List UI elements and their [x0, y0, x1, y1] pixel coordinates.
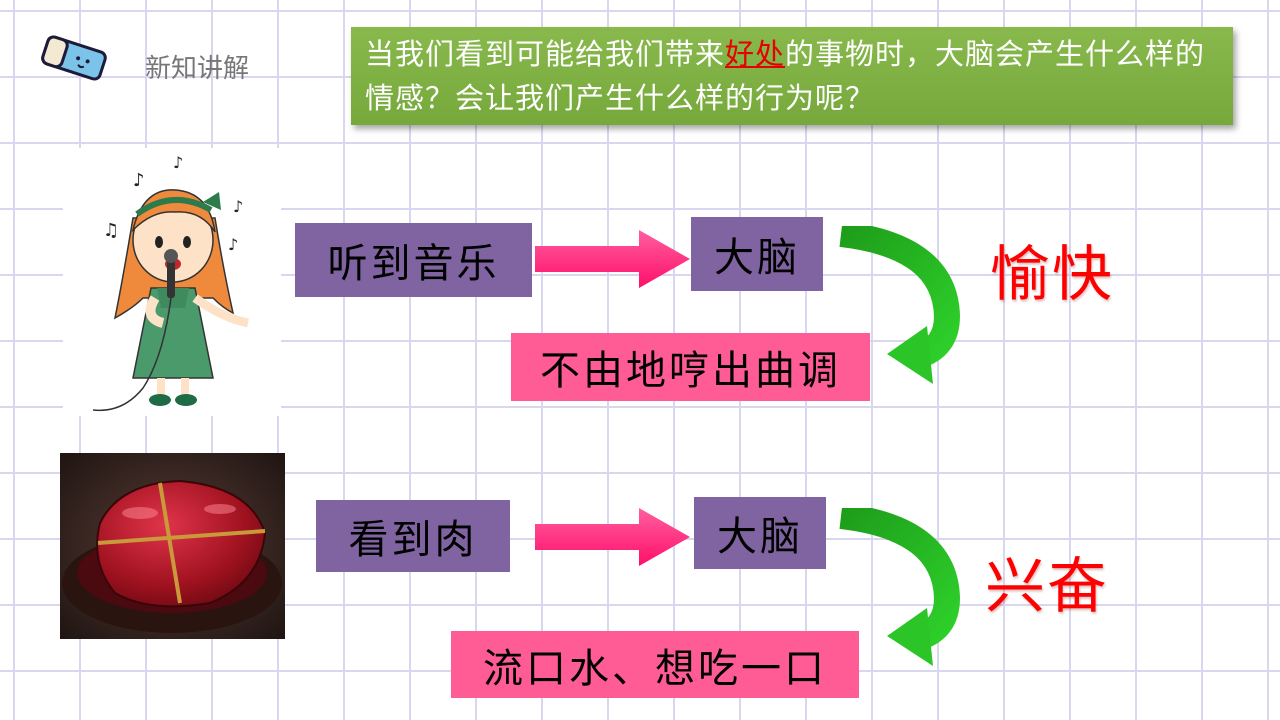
eraser-icon: [38, 30, 110, 86]
green-curved-arrow-icon: [835, 503, 965, 668]
pink-arrow-icon: [535, 230, 690, 288]
question-text-part1: 当我们看到可能给我们带来: [365, 37, 726, 71]
emotion-label: 兴奋: [985, 552, 1109, 622]
singing-girl-illustration: ♪ ♪ ♪ ♫ ♪: [63, 148, 281, 416]
section-title: 新知讲解: [145, 54, 250, 84]
brain-box: 大脑: [694, 497, 826, 569]
behavior-box: 流口水、想吃一口: [451, 631, 859, 698]
emotion-label: 愉快: [990, 240, 1114, 310]
pink-arrow-icon: [535, 508, 690, 566]
green-curved-arrow-icon: [835, 221, 965, 386]
question-banner: 当我们看到可能给我们带来好处的事物时，大脑会产生什么样的情感？会让我们产生什么样…: [351, 27, 1233, 125]
braised-pork-photo: [60, 453, 285, 639]
question-text-part2: 的事物时，大脑会产生什么样的情感？会让我们产生什么样的行为呢？: [365, 37, 1206, 115]
svg-text:♪: ♪: [133, 170, 145, 191]
svg-text:♪: ♪: [173, 153, 183, 172]
stimulus-box: 看到肉: [316, 500, 510, 572]
question-highlight: 好处: [725, 37, 786, 71]
svg-text:♪: ♪: [233, 197, 243, 216]
svg-text:♪: ♪: [228, 235, 238, 254]
stimulus-box: 听到音乐: [295, 223, 532, 297]
svg-text:♫: ♫: [103, 220, 119, 241]
brain-box: 大脑: [691, 217, 823, 291]
behavior-box: 不由地哼出曲调: [511, 333, 870, 401]
